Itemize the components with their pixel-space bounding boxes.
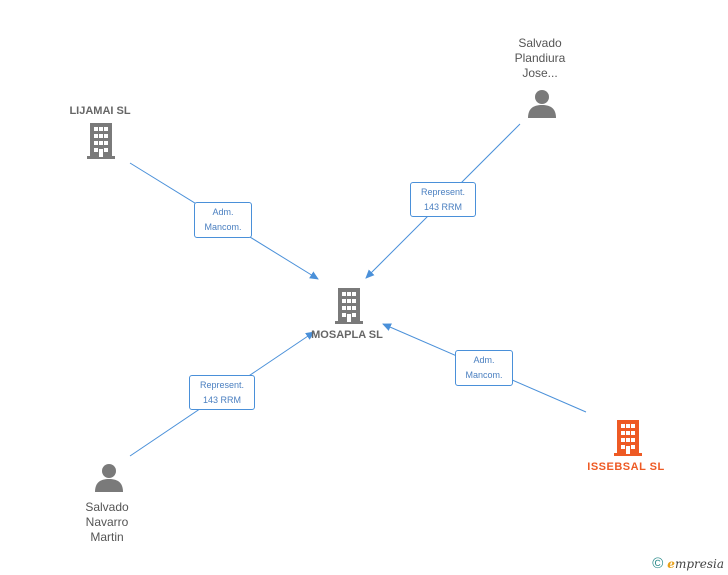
- brand-logo: empresia: [667, 556, 724, 571]
- copyright-icon: ©: [652, 555, 664, 572]
- building-icon[interactable]: [334, 288, 364, 324]
- person-icon[interactable]: [527, 89, 557, 119]
- node-label-issebsal[interactable]: ISSEBSAL SL: [587, 461, 665, 473]
- building-icon[interactable]: [613, 420, 643, 456]
- person-icon[interactable]: [94, 463, 124, 493]
- node-label-plandiura[interactable]: Salvado Plandiura Jose...: [514, 36, 566, 80]
- edge-label-plandiura[interactable]: Represent. 143 RRM: [410, 182, 476, 217]
- building-icon[interactable]: [86, 123, 116, 159]
- node-label-navarro[interactable]: Salvado Navarro Martin: [85, 500, 129, 544]
- node-label-lijamai[interactable]: LIJAMAI SL: [69, 105, 131, 117]
- edge-label-navarro[interactable]: Represent. 143 RRM: [189, 375, 255, 410]
- footer-brand: © empresia: [652, 555, 724, 572]
- edge-label-issebsal[interactable]: Adm. Mancom.: [455, 350, 513, 386]
- edge-label-lijamai[interactable]: Adm. Mancom.: [194, 202, 252, 238]
- node-label-mosapla[interactable]: MOSAPLA SL: [311, 329, 383, 341]
